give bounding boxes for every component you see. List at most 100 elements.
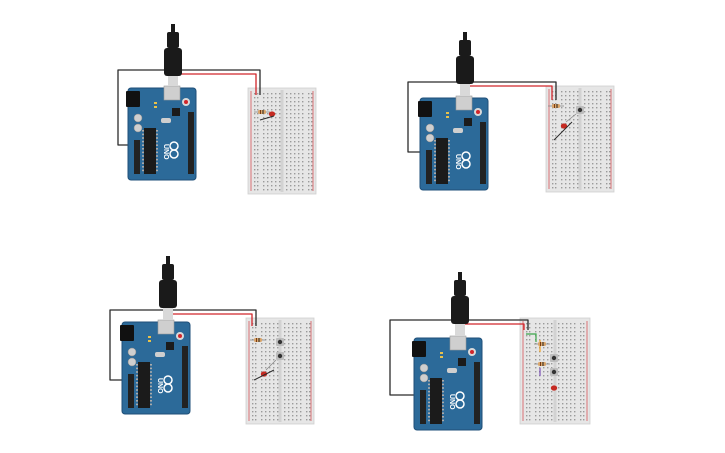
breadboard-hole: [286, 177, 288, 179]
chip-pin: [434, 140, 436, 142]
breadboard-hole: [535, 411, 537, 413]
breadboard-hole: [606, 103, 608, 105]
breadboard-hole: [252, 347, 254, 349]
breadboard-hole: [529, 415, 531, 417]
breadboard-hole: [292, 367, 294, 369]
breadboard-hole: [257, 181, 259, 183]
breadboard-hole: [292, 391, 294, 393]
breadboard-hole: [296, 411, 298, 413]
breadboard-hole: [306, 375, 308, 377]
breadboard-hole: [580, 339, 582, 341]
breadboard-hole: [577, 175, 579, 177]
breadboard-hole: [561, 99, 563, 101]
breadboard-hole: [552, 143, 554, 145]
board-label: UNO: [448, 394, 455, 410]
chip-pin: [448, 147, 450, 149]
breadboard-hole: [267, 105, 269, 107]
breadboard-hole: [539, 323, 541, 325]
capacitor: [127, 347, 137, 357]
breadboard-hole: [269, 403, 271, 405]
chip-pin: [136, 378, 138, 380]
breadboard-hole: [311, 101, 313, 103]
breadboard-hole: [529, 343, 531, 345]
breadboard-hole: [547, 391, 549, 393]
breadboard-hole: [592, 111, 594, 113]
usb-b-port: [455, 95, 473, 111]
breadboard-hole: [543, 383, 545, 385]
breadboard-hole: [562, 415, 564, 417]
jumper-wire: [259, 115, 275, 121]
breadboard-hole: [302, 93, 304, 95]
breadboard-hole: [277, 419, 279, 421]
breadboard-hole: [286, 129, 288, 131]
breadboard-hole: [558, 383, 560, 385]
breadboard-hole: [551, 335, 553, 337]
breadboard-hole: [583, 343, 585, 345]
breadboard-hole: [569, 135, 571, 137]
breadboard-hole: [609, 91, 611, 93]
breadboard-hole: [569, 99, 571, 101]
breadboard-hole: [592, 127, 594, 129]
breadboard-hole: [561, 151, 563, 153]
breadboard-hole: [535, 403, 537, 405]
breadboard-hole: [275, 169, 277, 171]
breadboard-hole: [577, 91, 579, 93]
breadboard-hole: [574, 411, 576, 413]
breadboard-hole: [298, 157, 300, 159]
chip-pin: [142, 166, 144, 168]
breadboard-hole: [261, 323, 263, 325]
breadboard-hole: [600, 95, 602, 97]
breadboard-hole: [547, 331, 549, 333]
usb-cable-tip: [463, 32, 467, 40]
breadboard-hole: [600, 179, 602, 181]
chip-pin: [136, 374, 138, 377]
breadboard-hole: [566, 339, 568, 341]
breadboard-hole: [279, 149, 281, 151]
breadboard-hole: [526, 419, 528, 421]
breadboard-hole: [580, 379, 582, 381]
breadboard-hole: [288, 407, 290, 409]
breadboard-hole: [606, 111, 608, 113]
breadboard-hole: [570, 323, 572, 325]
chip-pin: [448, 168, 450, 171]
breadboard-hole: [547, 323, 549, 325]
breadboard-hole: [609, 151, 611, 153]
breadboard-hole: [288, 331, 290, 333]
usb-cable-tip: [458, 272, 462, 280]
chip-pin: [442, 405, 444, 407]
breadboard-hole: [606, 175, 608, 177]
breadboard-hole: [298, 181, 300, 183]
resistor-band: [554, 104, 555, 108]
chip-pin: [136, 371, 138, 373]
breadboard-hole: [273, 379, 275, 381]
breadboard-hole: [539, 415, 541, 417]
chip-pin: [142, 137, 144, 139]
breadboard-hole: [290, 153, 292, 155]
breadboard-hole: [265, 331, 267, 333]
breadboard-hole: [308, 113, 310, 115]
breadboard-hole: [311, 93, 313, 95]
breadboard-hole: [570, 379, 572, 381]
breadboard-hole: [288, 395, 290, 397]
breadboard-hole: [288, 351, 290, 353]
breadboard-hole: [263, 189, 265, 191]
breadboard-hole: [308, 141, 310, 143]
breadboard-hole: [583, 391, 585, 393]
breadboard-hole: [543, 375, 545, 377]
board-led: [440, 352, 443, 354]
breadboard-hole: [539, 419, 541, 421]
breadboard-hole: [529, 379, 531, 381]
breadboard-hole: [570, 327, 572, 329]
breadboard-hole: [271, 169, 273, 171]
breadboard-hole: [261, 367, 263, 369]
breadboard-hole: [290, 161, 292, 163]
board-label: UNO: [454, 154, 461, 170]
chip-pin: [136, 392, 138, 395]
breadboard-hole: [539, 355, 541, 357]
breadboard-hole: [573, 111, 575, 113]
breadboard-hole: [277, 411, 279, 413]
breadboard-hole: [265, 351, 267, 353]
breadboard-hole: [275, 93, 277, 95]
breadboard-hole: [606, 99, 608, 101]
breadboard-hole: [574, 375, 576, 377]
